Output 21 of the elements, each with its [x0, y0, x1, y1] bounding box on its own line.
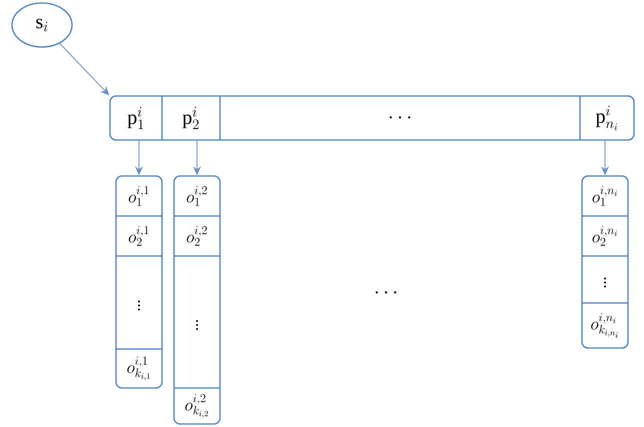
table-cell: $o_{k_{i,2}}^{i,2}$ — [185, 394, 208, 418]
table-cell: $o_{2}^{i,2}$ — [186, 226, 207, 246]
table-frame — [581, 175, 629, 349]
table-cell: $\vdots$ — [138, 300, 140, 310]
table-cell: $o_{2}^{i,1}$ — [128, 226, 148, 246]
table-cell: $\mathrm{p}_{n_i}^{i}$ — [596, 106, 617, 130]
table-cell: $\mathrm{p}_{2}^{i}$ — [182, 106, 199, 130]
table-cell: $o_{1}^{i,1}$ — [128, 186, 148, 206]
table-cell: $\cdots$ — [390, 116, 410, 119]
table-cell: $o_{1}^{i,2}$ — [186, 186, 207, 206]
ellipsis: $\cdots$ — [376, 291, 396, 294]
table-frame — [115, 175, 163, 389]
table-cell: $o_{k_{i,n_i}}^{i,n_i}$ — [591, 313, 618, 338]
table-frame — [109, 95, 635, 141]
table-cell: $\vdots$ — [196, 320, 198, 330]
table-cell: $\vdots$ — [604, 277, 606, 288]
table-cell: $o_{1}^{i,n_i}$ — [592, 186, 617, 206]
table-frame — [173, 175, 221, 425]
table-cell: $o_{k_{i,1}}^{i,1}$ — [127, 356, 150, 380]
table-cell: $o_{2}^{i,n_i}$ — [592, 226, 617, 246]
table-cell: $\mathrm{p}_{1}^{i}$ — [128, 106, 144, 130]
